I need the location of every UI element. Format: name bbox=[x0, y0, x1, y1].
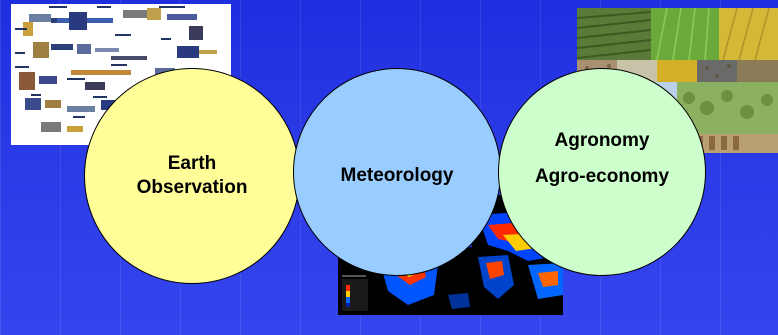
satellite-icon bbox=[167, 14, 203, 40]
earth-observation-label-line1: Earth bbox=[167, 153, 217, 174]
meteorology-label: Meteorology bbox=[340, 165, 454, 186]
satellite-icon bbox=[77, 44, 119, 54]
earth-observation-label-line2: Observation bbox=[136, 177, 248, 198]
agro-economy-label: Agro-economy bbox=[534, 166, 670, 187]
satellite-icon bbox=[67, 100, 115, 112]
satellite-icon bbox=[123, 8, 161, 20]
satellite-icon bbox=[41, 122, 83, 132]
earth-observation-circle: Earth Observation bbox=[84, 68, 300, 284]
satellite-icon bbox=[57, 12, 113, 30]
satellite-icon bbox=[25, 98, 61, 110]
meteorology-circle: Meteorology bbox=[293, 68, 501, 276]
satellite-icon bbox=[177, 46, 217, 58]
satellite-icon bbox=[71, 70, 131, 90]
satellite-icon bbox=[111, 56, 147, 60]
agronomy-label: Agronomy bbox=[554, 130, 650, 151]
satellite-icon bbox=[33, 42, 73, 58]
satellite-icon bbox=[19, 72, 57, 90]
agronomy-circle: Agronomy Agro-economy bbox=[498, 68, 706, 276]
